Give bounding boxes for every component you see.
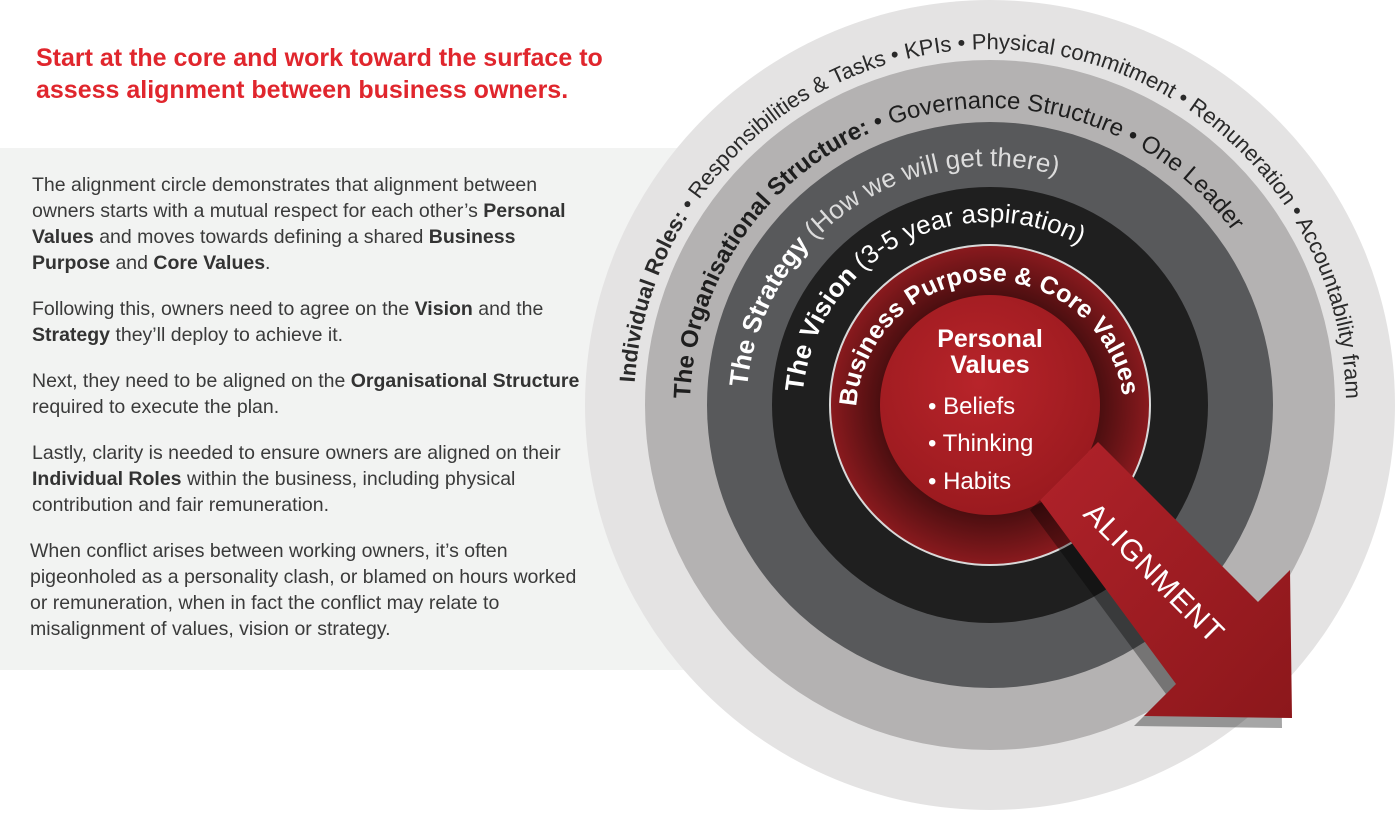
highlight-term: Vision	[414, 298, 473, 320]
highlight-term: Individual Roles	[32, 468, 182, 490]
paragraph-text: The alignment circle demonstrates that a…	[32, 174, 538, 222]
paragraph-personal-values: The alignment circle demonstrates that a…	[32, 172, 592, 276]
core-item-thinking: • Thinking	[928, 430, 1033, 457]
paragraph-text: they’ll deploy to achieve it.	[110, 324, 344, 346]
paragraph-text: and	[110, 252, 154, 274]
paragraph-text: within the business, including physical …	[32, 468, 516, 516]
core-personal-values	[880, 295, 1100, 515]
paragraph-text: and the	[472, 298, 544, 320]
highlight-term: Strategy	[32, 324, 111, 346]
core-item-beliefs: • Beliefs	[928, 393, 1015, 420]
paragraph-text: required to execute the plan.	[32, 396, 280, 418]
paragraph-vision-strategy: Following this, owners need to agree on …	[32, 296, 592, 348]
paragraph-organisational-structure: Next, they need to be aligned on the Org…	[32, 368, 592, 420]
body-copy: The alignment circle demonstrates that a…	[30, 172, 592, 662]
headline: Start at the core and work toward the su…	[36, 44, 603, 104]
paragraph-text: and moves towards defining a shared	[93, 226, 429, 248]
paragraph-conflict: When conflict arises between working own…	[30, 538, 592, 642]
paragraph-text: .	[265, 252, 271, 274]
paragraph-text: Next, they need to be aligned on the	[32, 370, 351, 392]
core-title-line1: Personal	[937, 325, 1043, 353]
core-title-line2: Values	[950, 351, 1029, 379]
highlight-term: Core Values	[153, 252, 266, 274]
highlight-term: Personal Values	[32, 200, 566, 248]
paragraph-text: Following this, owners need to agree on …	[32, 298, 415, 320]
paragraph-text: When conflict arises between working own…	[30, 540, 577, 640]
highlight-term: Business Purpose	[32, 226, 516, 274]
paragraph-text: Lastly, clarity is needed to ensure owne…	[32, 442, 561, 464]
highlight-term: Organisational Structure	[350, 370, 580, 392]
paragraph-individual-roles: Lastly, clarity is needed to ensure owne…	[32, 440, 592, 518]
core-item-habits: • Habits	[928, 468, 1011, 495]
